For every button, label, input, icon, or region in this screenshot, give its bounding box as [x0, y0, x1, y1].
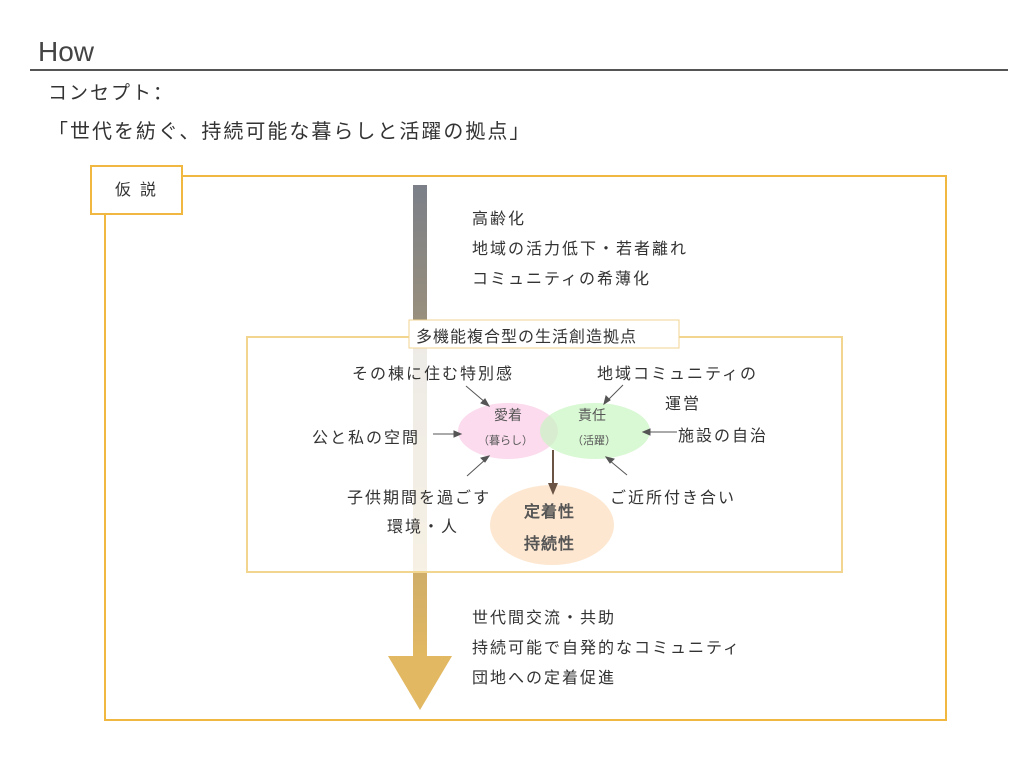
- left-factor-3: 子供期間を過ごす: [347, 488, 492, 507]
- flow-arrow-head: [388, 656, 452, 710]
- left-factor-1: その棟に住む特別感: [352, 364, 515, 383]
- right-factor-2: 運営: [665, 394, 702, 413]
- issue-2: 地域の活力低下・若者離れ: [472, 239, 689, 258]
- responsibility-title: 責任: [578, 408, 606, 424]
- attachment-ellipse: [458, 403, 558, 459]
- right-factor-4: ご近所付き合い: [610, 488, 737, 507]
- right-factor-1: 地域コミュニティの: [597, 364, 759, 383]
- outcome-3: 団地への定着促進: [472, 668, 617, 687]
- left-factor-2: 公と私の空間: [312, 428, 421, 447]
- responsibility-sub: （活躍）: [572, 434, 616, 447]
- slide-title: How: [38, 36, 95, 67]
- hypothesis-label: 仮 説: [114, 180, 159, 199]
- issue-3: コミュニティの希薄化: [472, 269, 652, 288]
- hub-title: 多機能複合型の生活創造拠点: [416, 327, 638, 346]
- outer-frame: [104, 175, 947, 721]
- result-1: 定着性: [524, 502, 576, 521]
- outcome-2: 持続可能で自発的なコミュニティ: [472, 638, 742, 657]
- hub-title-bg: [408, 319, 680, 349]
- attachment-title: 愛着: [494, 408, 522, 424]
- title-divider: [30, 69, 1008, 71]
- concept-label: コンセプト：: [48, 82, 175, 104]
- issue-1: 高齢化: [472, 209, 527, 228]
- result-2: 持続性: [524, 534, 576, 553]
- right-factor-3: 施設の自治: [678, 426, 769, 445]
- result-ellipse: [490, 485, 614, 565]
- concept-text: 「世代を紡ぐ、持続可能な暮らしと活躍の拠点」: [48, 119, 532, 143]
- attachment-sub: （暮らし）: [478, 434, 533, 447]
- outcome-1: 世代間交流・共助: [472, 608, 617, 627]
- hypothesis-label-box: 仮 説: [90, 165, 183, 215]
- responsibility-ellipse: [540, 403, 650, 459]
- left-factor-4: 環境・人: [387, 517, 460, 536]
